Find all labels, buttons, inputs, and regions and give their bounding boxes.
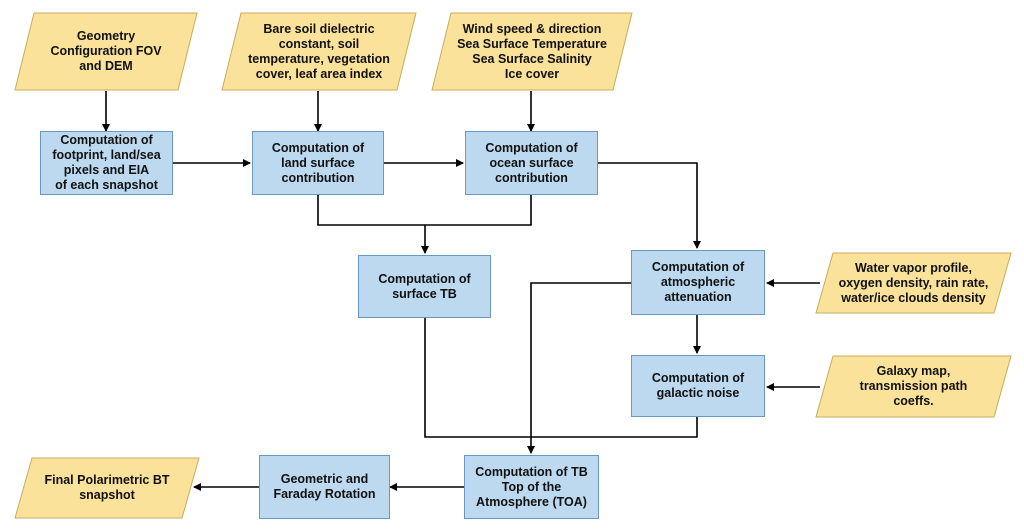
- parallelogram-shape: [815, 252, 1012, 314]
- line-land-down: [317, 195, 532, 226]
- parallelogram-shape: [14, 12, 198, 91]
- input-ocean-params: Wind speed & direction Sea Surface Tempe…: [431, 12, 633, 91]
- input-land-params-label: Bare soil dielectric constant, soil temp…: [248, 21, 390, 81]
- parallelogram-shape: [815, 355, 1012, 418]
- final-output: Final Polarimetric BT snapshot: [14, 457, 200, 519]
- parallelogram-shape: [14, 457, 200, 519]
- line-surface-tb-down: [424, 318, 698, 438]
- process-rotation: Geometric and Faraday Rotation: [259, 455, 390, 519]
- process-toa: Computation of TB Top of the Atmosphere …: [464, 455, 599, 519]
- process-footprint: Computation of footprint, land/sea pixel…: [40, 131, 173, 195]
- final-output-label: Final Polarimetric BT snapshot: [44, 473, 170, 502]
- input-geometry: Geometry Configuration FOV and DEM: [14, 12, 198, 91]
- parallelogram-shape: [431, 12, 633, 91]
- input-land-params: Bare soil dielectric constant, soil temp…: [221, 12, 417, 91]
- process-atmospheric-attenuation: Computation of atmospheric attenuation: [631, 250, 765, 315]
- input-geometry-label: Geometry Configuration FOV and DEM: [50, 29, 162, 73]
- input-atmo-params: Water vapor profile, oxygen density, rai…: [815, 252, 1012, 314]
- process-galactic-noise: Computation of galactic noise: [631, 355, 765, 417]
- process-surface-tb: Computation of surface TB: [358, 255, 491, 318]
- input-ocean-params-label: Wind speed & direction Sea Surface Tempe…: [457, 21, 607, 81]
- parallelogram-shape: [221, 12, 417, 91]
- input-atmo-params-label: Water vapor profile, oxygen density, rai…: [838, 260, 989, 305]
- input-galaxy-params: Galaxy map, transmission path coeffs.: [815, 355, 1012, 418]
- input-galaxy-params-label: Galaxy map, transmission path coeffs.: [859, 364, 968, 408]
- arrow-ocean-to-atmo: [598, 162, 701, 249]
- process-land-surface: Computation of land surface contribution: [252, 131, 384, 195]
- process-ocean-surface: Computation of ocean surface contributio…: [465, 131, 598, 195]
- arrow-atmo-to-toa: [527, 282, 631, 454]
